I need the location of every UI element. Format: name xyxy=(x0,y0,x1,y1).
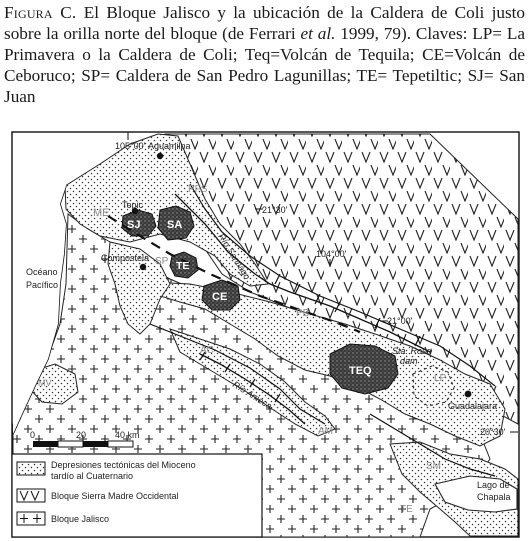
label-oceano-2: Pacífico xyxy=(26,280,58,290)
marker-tepic xyxy=(131,207,139,215)
legend-swatch-jalisco-marks xyxy=(20,514,41,523)
label-aguamilpa: Aguamilpa xyxy=(148,141,191,151)
volcano-ce xyxy=(201,279,241,311)
geologic-map: Aguamilpa Tepic Compostela Guadalajara L… xyxy=(11,131,520,538)
figure-label: Figura C. xyxy=(4,3,77,22)
volcano-teq xyxy=(329,343,399,395)
lake-chapala xyxy=(434,475,518,513)
marker-aguamilpa xyxy=(156,152,164,160)
label-volcano-ce: CE xyxy=(212,291,227,303)
fault-tick-1 xyxy=(274,273,421,347)
label-volcano-sj: SJ xyxy=(127,219,140,231)
fault-south xyxy=(369,413,496,477)
label-compostela: Compostela xyxy=(101,253,149,263)
river-santiago xyxy=(174,193,431,353)
label-zone-lp: LP xyxy=(434,373,447,384)
depression-compostela xyxy=(107,241,171,335)
label-zone-ac: AC xyxy=(200,345,214,356)
label-sta-rosa-1: Sta. Rosa xyxy=(392,346,432,356)
legend-swatch-sierra-marks xyxy=(19,490,40,502)
label-guadalajara: Guadalajara xyxy=(448,401,497,411)
legend-swatch-sierra xyxy=(16,488,46,503)
label-coord-2130: 21°30' xyxy=(262,205,288,215)
volcano-te xyxy=(169,251,199,279)
label-zone-sm: SM xyxy=(426,461,441,472)
legend-label-depressions-1: Depresiones tectónicas del Mioceno xyxy=(51,460,196,470)
marker-compostela xyxy=(139,263,147,271)
label-sta-rosa-2: dam xyxy=(400,356,418,366)
river-ameca xyxy=(199,353,306,425)
label-coord-2100: 21°00' xyxy=(387,316,413,326)
figure-caption: Figura C. El Bloque Jalisco y la ubicaci… xyxy=(4,2,525,107)
fault-santiago xyxy=(189,183,496,387)
label-lago-chapala-1: Lago de xyxy=(477,480,510,490)
label-tepic: Tepic xyxy=(122,200,144,210)
legend-box xyxy=(11,453,263,538)
caption-text-1: El Bloque Jalisco y la ubicación de la C… xyxy=(4,3,525,43)
label-volcano-te: TE xyxy=(176,260,189,272)
fault-ameca xyxy=(149,323,326,425)
label-zone-te-south: TE xyxy=(400,504,413,515)
marker-guadalajara xyxy=(464,390,472,398)
label-zone-mv: MV xyxy=(38,378,52,388)
legend: Depresiones tectónicas del Mioceno tardí… xyxy=(11,453,263,538)
label-coord-2030: 20°30' xyxy=(480,427,506,437)
volcano-sa xyxy=(157,205,195,241)
sea-fill xyxy=(13,133,66,434)
caldera-lp xyxy=(412,365,455,407)
label-zone-pb: PB xyxy=(296,308,310,319)
label-coord-104: 104°00' xyxy=(316,249,347,259)
label-oceano-1: Océano xyxy=(26,267,58,277)
legend-label-jalisco: Bloque Jalisco xyxy=(51,514,109,524)
caption-et-al: et al. xyxy=(300,24,336,43)
scale-bar: 0 20 40 km xyxy=(30,430,140,448)
label-zone-pfs: PFS xyxy=(188,184,208,195)
legend-label-sierra: Bloque Sierra Madre Occidental xyxy=(51,491,179,501)
label-lago-chapala-2: Chapala xyxy=(477,492,511,502)
caption-text-2: 1999, 79). Claves: LP= La Primavera o la… xyxy=(4,24,525,106)
label-scale-40: 40 km xyxy=(115,430,140,440)
label-zone-me: ME xyxy=(93,207,110,219)
label-coord-105: 105°00' xyxy=(115,141,146,151)
label-zone-am: AM xyxy=(318,426,333,437)
legend-swatch-depressions xyxy=(16,461,46,476)
label-scale-0: 0 xyxy=(30,430,35,440)
label-scale-20: 20 xyxy=(76,430,86,440)
label-volcano-teq: TEQ xyxy=(349,365,372,377)
fault-north xyxy=(107,215,361,334)
label-volcano-sa: SA xyxy=(167,219,182,231)
label-zone-sp: SP xyxy=(155,256,169,267)
legend-label-depressions-2: tardío al Cuaternario xyxy=(51,471,133,481)
